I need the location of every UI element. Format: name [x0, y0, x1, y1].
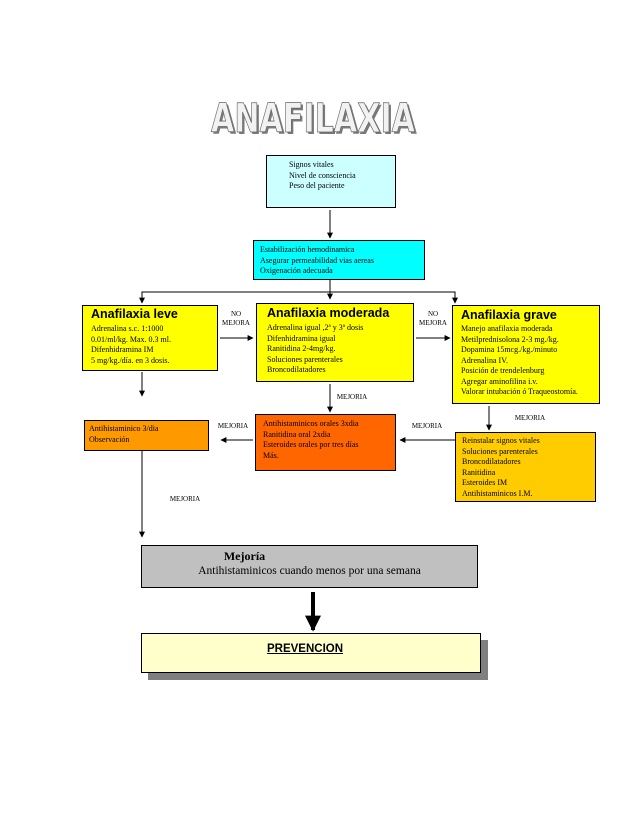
leve-title: Anafilaxia leve	[91, 307, 178, 321]
stabilization-line: Asegurar permeabilidad vias aereas	[260, 255, 374, 265]
grave-result-line: Esteroides IM	[462, 478, 508, 487]
moderada-result-line: Ranitidina oral 2xdia	[263, 429, 331, 439]
leve-result-line: Antihistaminico 3/dia	[89, 424, 159, 433]
grave-box: Anafilaxia grave Manejo anafilaxia moder…	[452, 305, 600, 404]
grave-line: Valorar intubación ó Traqueostomía.	[461, 387, 578, 396]
vitals-line: Nivel de consciencia	[289, 170, 356, 180]
grave-result-box: Reinstalar signos vitales Soluciones par…	[455, 432, 596, 502]
leve-line: 0.01/ml/kg. Max. 0.3 ml.	[91, 334, 171, 344]
no-mejora-line: MEJORA	[418, 319, 447, 327]
mejoria-box: Mejoría Antihistaminicos cuando menos po…	[141, 545, 478, 588]
moderada-result-box: Antihistaminicos orales 3xdia Ranitidina…	[255, 414, 396, 471]
prevencion-box: PREVENCION	[141, 633, 481, 673]
prevencion-text: PREVENCION	[266, 643, 344, 655]
moderada-line: Broncodilatadores	[267, 365, 326, 374]
moderada-line: Difenhidramina igual	[267, 333, 336, 343]
no-mejora-label-2: NO MEJORA	[413, 310, 453, 328]
leve-result-line: Observación	[89, 434, 130, 444]
stabilization-line: Oxigenación adecuada	[260, 266, 333, 275]
grave-line: Agregar aminofilina i.v.	[461, 376, 538, 386]
vitals-box: Signos vitales Nivel de consciencia Peso…	[266, 155, 396, 208]
no-mejora-line: MEJORA	[221, 319, 250, 327]
leve-line: Adrenalina s.c. 1:1000	[91, 324, 164, 333]
moderada-result-line: Antihistaminicos orales 3xdia	[263, 419, 359, 428]
leve-line: Difenhidramina IM	[91, 345, 154, 354]
moderada-box: Anafilaxia moderada Adrenalina igual ,2ª…	[256, 303, 414, 382]
leve-result-box: Antihistaminico 3/dia Observación	[84, 420, 209, 451]
grave-line: Dopamina 15mcg./kg./minuto	[461, 345, 558, 354]
leve-line: 5 mg/kg./día. en 3 dosis.	[91, 355, 170, 365]
moderada-result-line: Más.	[263, 450, 279, 460]
mejoria-label-grave: MEJORIA	[514, 414, 546, 422]
grave-line: Manejo anafilaxia moderada	[461, 324, 553, 333]
no-mejora-line: NO	[230, 310, 242, 318]
grave-line: Adrenalina IV.	[461, 355, 508, 365]
mejoria-title: Mejoría	[223, 549, 266, 563]
stabilization-box: Estabilización hemodinamica Asegurar per…	[253, 240, 425, 280]
grave-line: Posición de trendelenburg	[461, 366, 545, 375]
branch-line	[141, 291, 456, 298]
mejoria-subtitle: Antihistaminicos cuando menos por una se…	[198, 565, 421, 577]
moderada-line: Adrenalina igual ,2ª y 3ª dosis	[267, 323, 364, 332]
no-mejora-line: NO	[427, 310, 439, 318]
moderada-result-line: Esteroides orales por tres días	[263, 440, 359, 449]
moderada-line: Ranitidina 2-4mg/kg.	[267, 344, 336, 353]
title-shadow: ANAFILAXIA	[213, 98, 417, 138]
vitals-line: Peso del paciente	[289, 181, 345, 190]
no-mejora-label-1: NO MEJORA	[216, 310, 256, 328]
grave-result-line: Broncodilatadores	[462, 457, 521, 466]
grave-result-line: Antihistaminicos I.M.	[462, 488, 533, 498]
moderada-title: Anafilaxia moderada	[267, 306, 390, 320]
moderada-line: Soluciones parenterales	[267, 354, 343, 364]
leve-box: Anafilaxia leve Adrenalina s.c. 1:1000 0…	[82, 305, 218, 371]
grave-result-line: Soluciones parenterales	[462, 446, 538, 456]
grave-result-line: Ranitidina	[462, 467, 496, 477]
grave-result-line: Reinstalar signos vitales	[462, 436, 540, 445]
grave-title: Anafilaxia grave	[461, 308, 557, 322]
vitals-line: Signos vitales	[289, 160, 334, 169]
mejoria-label-moderada: MEJORIA	[336, 393, 368, 401]
mejoria-label-center: MEJORIA	[411, 422, 443, 430]
title-graphic: ANAFILAXIA ANAFILAXIA	[211, 96, 417, 138]
grave-line: Metilprednisolona 2-3 mg./kg.	[461, 334, 559, 344]
stabilization-line: Estabilización hemodinamica	[260, 245, 355, 254]
mejoria-label-left: MEJORIA	[217, 422, 249, 430]
title-text: ANAFILAXIA	[211, 96, 415, 138]
mejoria-label-bottom: MEJORIA	[169, 495, 201, 503]
